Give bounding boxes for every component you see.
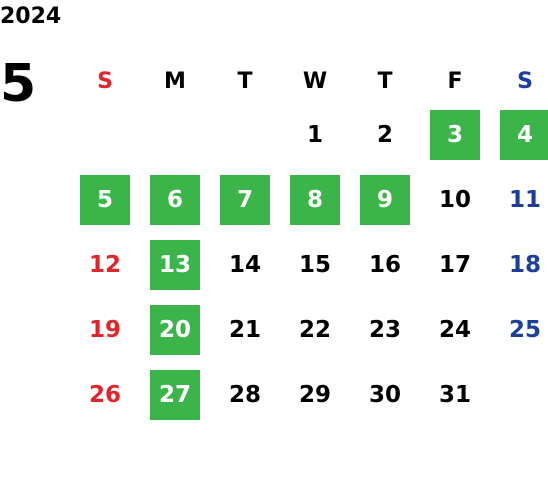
day-number: 30 — [368, 381, 401, 408]
day-cell-19: 19 — [70, 297, 140, 362]
day-number: 2 — [376, 121, 393, 148]
weekday-header-wed: W — [302, 68, 328, 94]
day-cell-25: 25 — [490, 297, 548, 362]
day-number: 28 — [228, 381, 261, 408]
day-number: 26 — [88, 381, 121, 408]
day-cell-17: 17 — [420, 232, 490, 297]
day-cell-24: 24 — [420, 297, 490, 362]
weekday-header-sat: S — [517, 68, 533, 94]
day-cell-29: 29 — [280, 362, 350, 427]
day-cell-10: 10 — [420, 167, 490, 232]
empty-day-cell — [140, 102, 210, 167]
day-number: 9 — [360, 174, 410, 225]
day-number: 12 — [88, 251, 121, 278]
day-number: 18 — [508, 251, 541, 278]
day-number: 31 — [438, 381, 471, 408]
weekday-header-mon: M — [164, 68, 186, 94]
day-cell-2: 2 — [350, 102, 420, 167]
day-number: 23 — [368, 316, 401, 343]
day-number: 4 — [500, 109, 548, 160]
weekday-header-tue: T — [237, 68, 253, 94]
day-cell-27: 27 — [140, 362, 210, 427]
month-label: 5 — [0, 54, 37, 114]
day-cell-31: 31 — [420, 362, 490, 427]
day-cell-3: 3 — [420, 102, 490, 167]
day-number: 27 — [150, 369, 200, 420]
day-number: 25 — [508, 316, 541, 343]
day-number: 20 — [150, 304, 200, 355]
day-number: 17 — [438, 251, 471, 278]
day-cell-9: 9 — [350, 167, 420, 232]
day-number: 24 — [438, 316, 471, 343]
empty-day-cell — [70, 102, 140, 167]
day-cell-30: 30 — [350, 362, 420, 427]
day-cell-28: 28 — [210, 362, 280, 427]
day-number: 5 — [80, 174, 130, 225]
weekday-header-sun: S — [97, 68, 113, 94]
day-number: 15 — [298, 251, 331, 278]
day-cell-14: 14 — [210, 232, 280, 297]
day-cell-21: 21 — [210, 297, 280, 362]
day-number: 8 — [290, 174, 340, 225]
day-cell-18: 18 — [490, 232, 548, 297]
day-cell-5: 5 — [70, 167, 140, 232]
day-cell-1: 1 — [280, 102, 350, 167]
day-cell-20: 20 — [140, 297, 210, 362]
empty-day-cell — [210, 102, 280, 167]
day-number: 21 — [228, 316, 261, 343]
day-cell-4: 4 — [490, 102, 548, 167]
day-number: 19 — [88, 316, 121, 343]
day-number: 29 — [298, 381, 331, 408]
day-number: 16 — [368, 251, 401, 278]
day-cell-23: 23 — [350, 297, 420, 362]
day-cell-26: 26 — [70, 362, 140, 427]
day-number: 7 — [220, 174, 270, 225]
day-cell-15: 15 — [280, 232, 350, 297]
day-cell-8: 8 — [280, 167, 350, 232]
day-cell-22: 22 — [280, 297, 350, 362]
day-cell-13: 13 — [140, 232, 210, 297]
day-number: 10 — [438, 186, 471, 213]
day-cell-12: 12 — [70, 232, 140, 297]
day-number: 6 — [150, 174, 200, 225]
day-number: 1 — [306, 121, 323, 148]
day-cell-6: 6 — [140, 167, 210, 232]
day-number: 14 — [228, 251, 261, 278]
day-number: 13 — [150, 239, 200, 290]
day-number: 22 — [298, 316, 331, 343]
empty-day-cell — [490, 362, 548, 427]
day-cell-16: 16 — [350, 232, 420, 297]
weekday-header-fri: F — [447, 68, 463, 94]
day-cell-11: 11 — [490, 167, 548, 232]
day-cell-7: 7 — [210, 167, 280, 232]
year-label: 2024 — [0, 4, 62, 29]
day-number: 11 — [508, 186, 541, 213]
day-number: 3 — [430, 109, 480, 160]
weekday-header-thu: T — [377, 68, 393, 94]
